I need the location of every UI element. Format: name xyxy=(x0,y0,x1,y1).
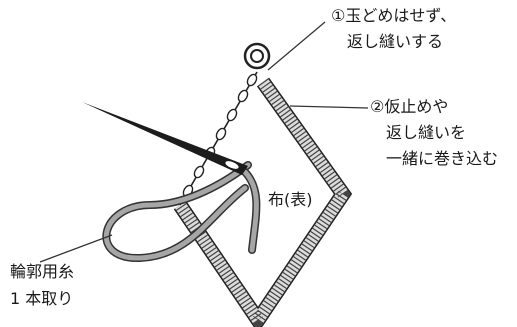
thread-label-line-2: 1 本取り xyxy=(10,289,74,308)
note-1-line-2: 返し縫いする xyxy=(347,32,444,51)
note-2-line-1: ②仮止めや xyxy=(370,97,449,116)
leader-lines xyxy=(39,21,369,263)
note-1-line-1: ①玉どめはせず、 xyxy=(331,6,457,25)
needle-icon xyxy=(82,102,248,175)
fabric-label: 布(表) xyxy=(268,190,313,209)
start-ring-icon xyxy=(243,42,271,70)
note-2-line-2: 返し縫いを xyxy=(386,123,467,142)
outline-thread xyxy=(102,161,261,263)
thread-label-line-1: 輪郭用糸 xyxy=(10,262,75,281)
note-2-line-3: 一緒に巻き込む xyxy=(386,149,499,168)
stitched-outline xyxy=(173,77,353,327)
